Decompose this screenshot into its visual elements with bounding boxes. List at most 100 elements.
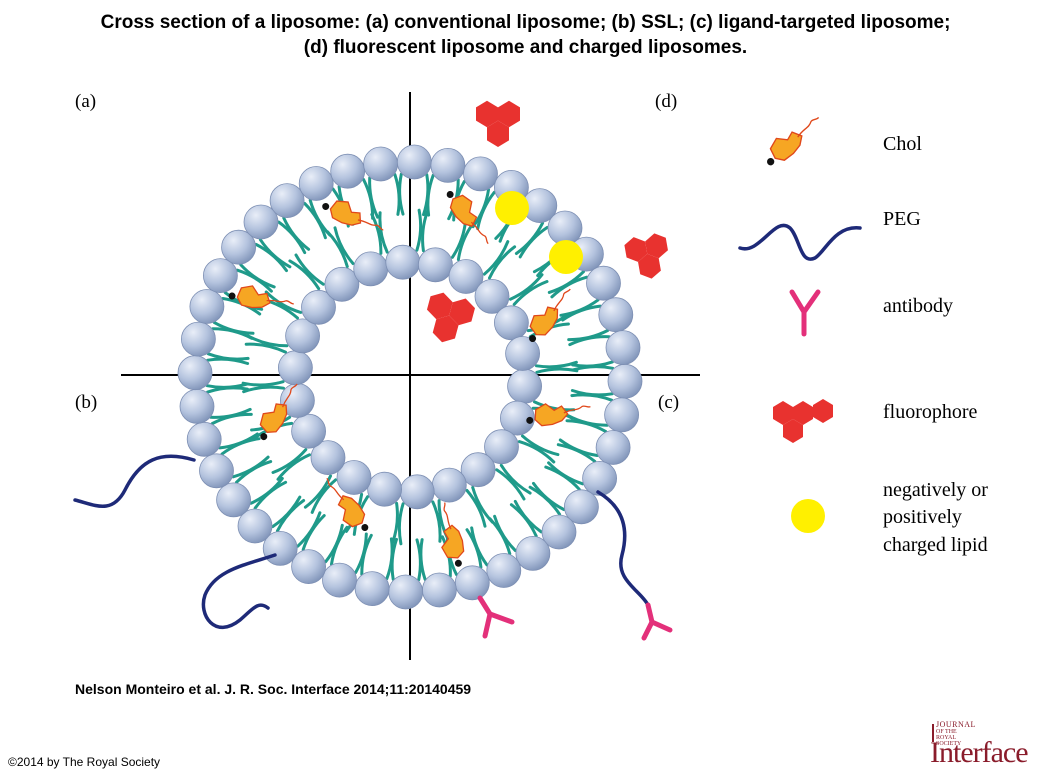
fluorophore — [419, 289, 477, 349]
lipid-tail — [288, 259, 321, 291]
lipid-tail — [547, 461, 585, 486]
lipid-head — [186, 421, 222, 457]
panel-label-a: (a) — [75, 91, 96, 112]
peg-chain — [201, 553, 277, 629]
lipid-tail — [499, 463, 532, 495]
lipid-tail — [324, 523, 344, 564]
lipid-head — [336, 460, 372, 495]
lipid-head — [604, 397, 639, 433]
lipid-head — [507, 368, 542, 404]
lipid-head — [330, 153, 366, 189]
lipid-tail — [264, 290, 303, 314]
lipid-tail — [271, 448, 308, 474]
lipid-head — [448, 259, 484, 294]
legend-peg-icon — [738, 223, 862, 261]
lipid-head — [322, 562, 357, 598]
lipid-head — [431, 467, 467, 503]
lipid-tail — [206, 352, 250, 361]
lipid-tail — [533, 400, 576, 412]
title-line-1: Cross section of a liposome: (a) convent… — [100, 12, 951, 33]
lipid-head — [202, 258, 238, 294]
title-line-2: (d) fluorescent liposome and charged lip… — [303, 37, 748, 58]
lipid-head — [180, 321, 216, 357]
lipid-head — [500, 400, 535, 436]
legend-fluorophore-label: fluorophore — [883, 401, 978, 423]
lipid-tail — [368, 176, 380, 219]
legend-peg-label: PEG — [883, 208, 921, 230]
lipid-tail — [565, 419, 608, 433]
citation: Nelson Monteiro et al. J. R. Soc. Interf… — [75, 681, 472, 697]
legend-charged-label-2: positively — [883, 506, 962, 528]
lipid-tail — [277, 220, 307, 255]
lipid-head — [607, 363, 643, 399]
lipid-head — [269, 183, 305, 219]
lipid-tail — [244, 342, 287, 354]
lipid-head — [493, 305, 529, 341]
lipid-tail — [242, 385, 285, 394]
lipid-tail — [249, 476, 284, 505]
lipid-head — [454, 565, 490, 601]
lipid-head — [605, 330, 641, 366]
logo-society: OF THE ROYAL SOCIETY — [936, 729, 962, 747]
fluorophore — [476, 100, 520, 147]
lipid-head — [243, 204, 279, 240]
lipid-tail — [378, 211, 389, 254]
legend-antibody-label: antibody — [883, 295, 953, 317]
lipid-tail — [431, 500, 442, 543]
lipid-head — [277, 350, 313, 386]
lipid-tail — [488, 245, 517, 280]
antibody — [641, 602, 673, 641]
lipid-tail — [513, 499, 543, 534]
lipid-tail — [235, 460, 273, 484]
lipid-tail — [205, 382, 249, 389]
lipid-tail — [246, 334, 289, 348]
lipid-head — [582, 460, 617, 496]
lipid-tail — [397, 502, 405, 546]
lipid-tail — [532, 481, 566, 511]
legend: Chol PEG antibody fluorophore negatively… — [738, 116, 988, 556]
antibody — [477, 595, 515, 639]
lipid-head — [396, 144, 432, 180]
lipid-tail — [276, 499, 306, 533]
lipid-head — [385, 244, 421, 280]
lipid-tail — [282, 216, 311, 251]
lipid-head — [421, 572, 457, 608]
lipid-tail — [310, 478, 338, 514]
lipid-tail — [488, 517, 512, 556]
lipid-tail — [465, 489, 487, 528]
lipid-tail — [535, 360, 578, 369]
lipid-head — [399, 474, 435, 510]
lipid-tail — [465, 528, 483, 569]
lipid-head — [237, 508, 273, 544]
lipid-tail — [561, 304, 602, 322]
lipid-heads — [177, 144, 643, 610]
lipid-tail — [556, 443, 597, 463]
lipid-head — [199, 453, 234, 489]
lipid-head — [363, 146, 399, 182]
lipid-tail — [476, 190, 496, 231]
lipid-tail — [570, 393, 614, 402]
lipid-tail — [303, 202, 327, 240]
lipid-head — [595, 430, 631, 465]
legend-antibody-icon — [789, 289, 821, 337]
lipid-head — [463, 156, 498, 192]
logo-bar — [932, 724, 934, 742]
lipid-tail — [390, 501, 399, 545]
lipid-head — [541, 514, 577, 550]
lipid-tail — [333, 226, 355, 265]
legend-charged-icon — [791, 499, 825, 533]
lipid-head — [430, 147, 466, 183]
lipid-tail — [471, 485, 494, 524]
panel-label-b: (b) — [75, 392, 97, 413]
antibody-group — [477, 595, 673, 641]
lipid-head — [515, 536, 551, 571]
peg-chain — [73, 454, 196, 508]
lipid-tail — [521, 434, 560, 457]
lipid-tail — [258, 238, 292, 269]
lipid-head — [388, 574, 424, 610]
lipid-head — [189, 289, 225, 324]
lipid-head — [324, 266, 360, 302]
lipid-head — [353, 251, 389, 287]
logo-journal: JOURNAL — [936, 720, 976, 729]
